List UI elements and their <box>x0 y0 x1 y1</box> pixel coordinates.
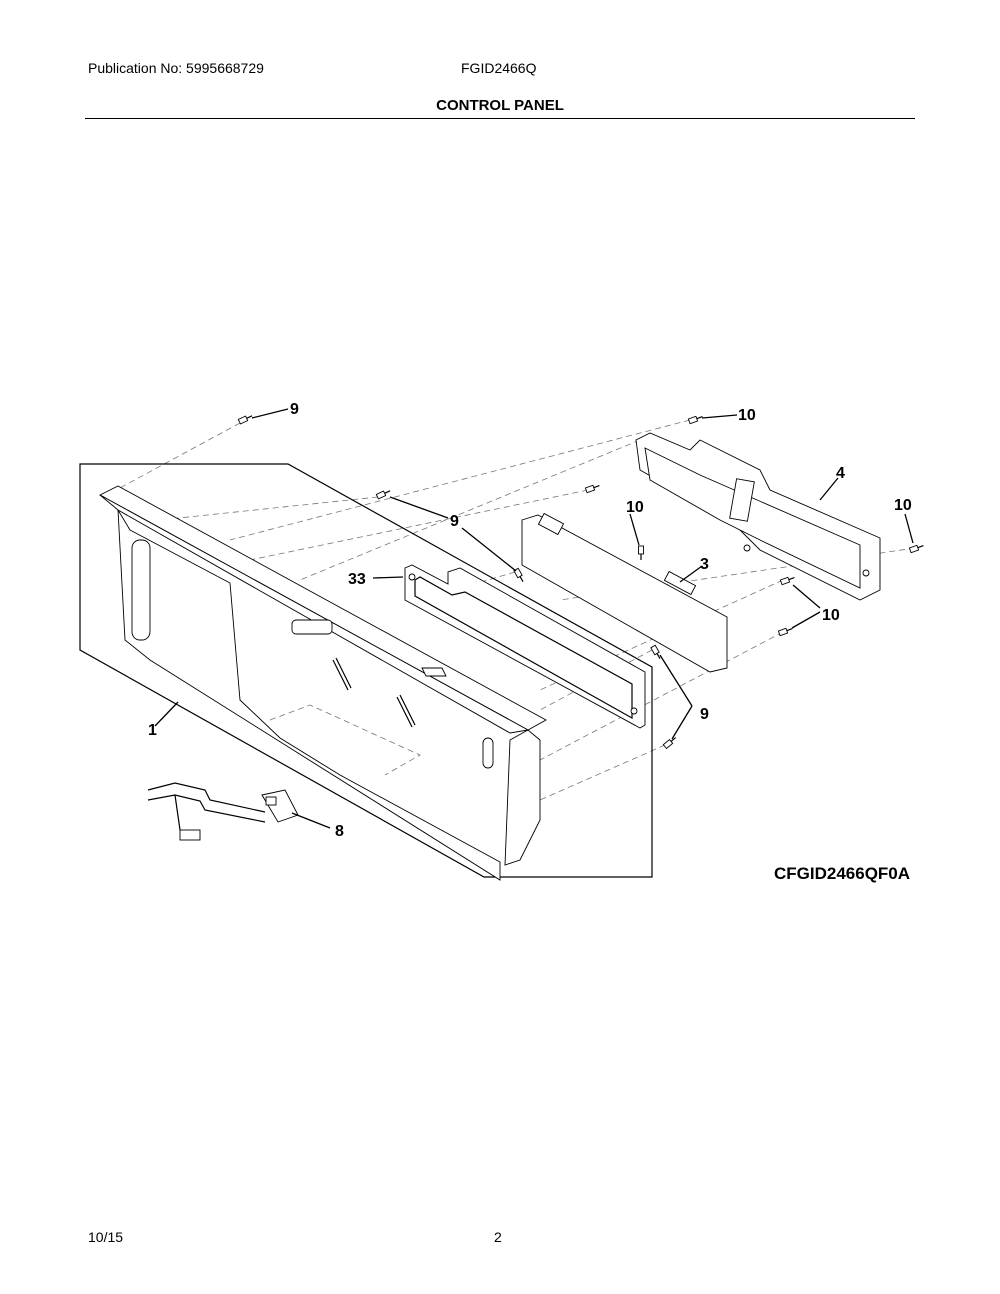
part-1-frame <box>79 463 653 878</box>
part-1-console <box>99 485 547 881</box>
part-33-gasket <box>404 564 646 729</box>
screws <box>237 415 924 750</box>
callout-1: 1 <box>148 722 157 739</box>
leader-lines <box>154 408 914 829</box>
footer-date: 10/15 <box>88 1229 124 1245</box>
part-8-harness <box>147 782 299 841</box>
part-3-control-board <box>521 512 728 673</box>
section-title: CONTROL PANEL <box>436 97 564 114</box>
callout-3: 3 <box>700 556 709 573</box>
header-rule <box>85 118 915 119</box>
callout-9-mid: 9 <box>450 513 459 530</box>
figure-code: CFGID2466QF0A <box>774 864 910 883</box>
callout-8: 8 <box>335 823 344 840</box>
publication-number: Publication No: 5995668729 <box>88 60 264 76</box>
part-4-housing <box>635 432 881 601</box>
callout-10-right: 10 <box>894 497 912 514</box>
callout-10-top: 10 <box>738 407 756 424</box>
callout-9-bottom: 9 <box>700 706 709 723</box>
callout-4: 4 <box>836 465 845 482</box>
callout-9-top: 9 <box>290 401 299 418</box>
callout-10-board: 10 <box>626 499 644 516</box>
callout-33: 33 <box>348 571 366 588</box>
page-number: 2 <box>494 1229 502 1245</box>
model-number: FGID2466Q <box>461 60 537 76</box>
callout-10-lower: 10 <box>822 607 840 624</box>
